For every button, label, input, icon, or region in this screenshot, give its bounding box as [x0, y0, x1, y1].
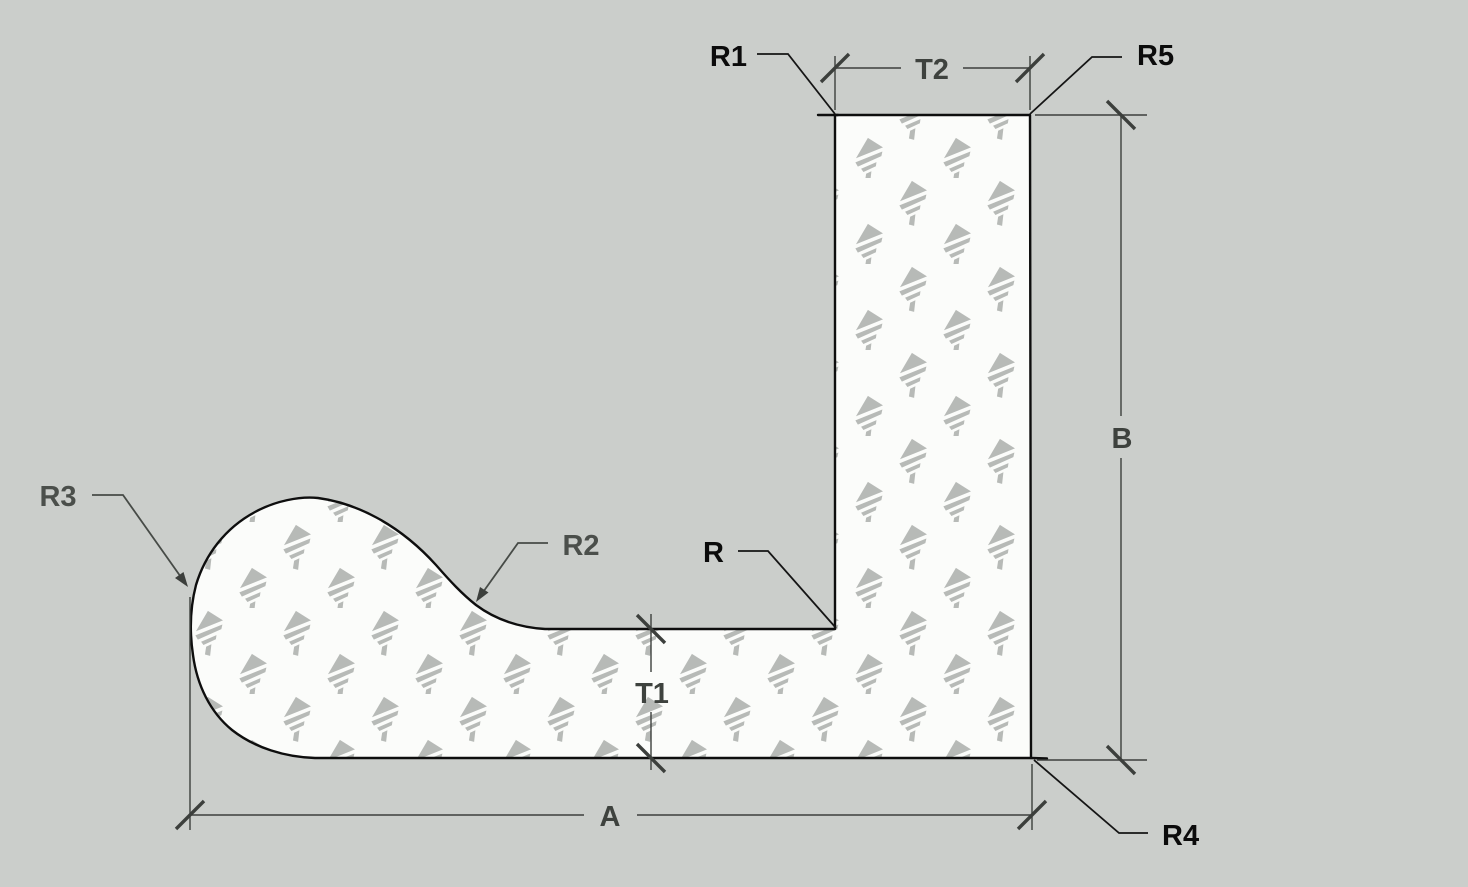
b-tick-bottom [1105, 744, 1137, 776]
t1-tick-top [635, 613, 667, 645]
corner-overshoot-bottom-right [1029, 756, 1049, 760]
dimension-t1: T1 [635, 613, 669, 774]
r2-label: R2 [562, 530, 599, 562]
a-tick-right [1016, 799, 1048, 831]
r1-leader-line [757, 53, 836, 115]
r1-label: R1 [710, 41, 747, 73]
r-label: R [703, 537, 724, 569]
b-tick-top [1105, 99, 1137, 131]
r3-label: R3 [39, 481, 76, 513]
r-leader-line [738, 550, 837, 629]
t2-label: T2 [915, 54, 949, 86]
profile-shape [189, 113, 1033, 760]
a-tick-left [174, 799, 206, 831]
r2-arrowhead-icon [476, 587, 489, 602]
t2-tick-right [1014, 52, 1046, 84]
r3-arrowhead-icon [175, 572, 188, 587]
a-label: A [600, 801, 621, 833]
t1-label: T1 [635, 678, 669, 710]
dimension-b: B [1035, 99, 1147, 776]
t2-tick-left [819, 52, 851, 84]
leader-callouts-dark: R1 R5 R R4 [703, 40, 1199, 852]
dimension-t2: T2 [819, 52, 1046, 110]
r5-leader-line [1029, 56, 1122, 115]
dimension-a: A [174, 597, 1048, 833]
leader-callouts-gray: R3 R2 [39, 481, 600, 602]
r4-label: R4 [1162, 820, 1199, 852]
r3-leader-line [92, 494, 184, 581]
t1-tick-bottom [635, 742, 667, 774]
r4-leader-line [1033, 759, 1148, 834]
r5-label: R5 [1137, 40, 1174, 72]
b-label: B [1112, 423, 1133, 455]
r2-leader-line [480, 542, 548, 596]
